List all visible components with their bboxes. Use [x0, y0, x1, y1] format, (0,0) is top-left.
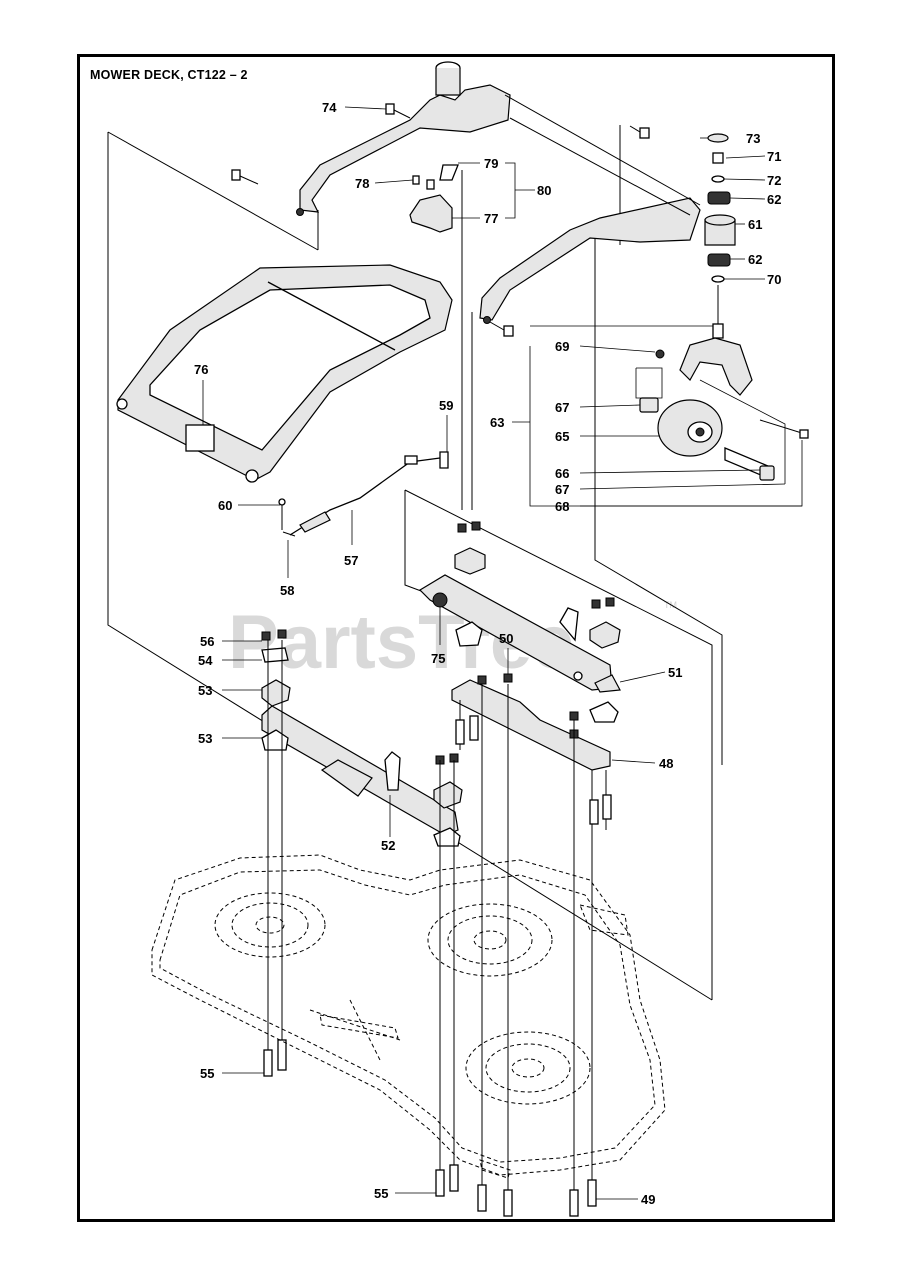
callout-80: 80	[537, 183, 551, 198]
callout-72: 72	[767, 173, 781, 188]
guide-line	[107, 132, 713, 1001]
guide-line	[594, 230, 723, 765]
callout-67-upper: 67	[555, 400, 569, 415]
callout-74: 74	[322, 100, 337, 115]
lift-arm-rear	[479, 94, 701, 324]
pivot-stack	[704, 133, 736, 339]
callout-59: 59	[439, 398, 453, 413]
callout-69: 69	[555, 339, 569, 354]
bolt-upper-right	[629, 125, 650, 139]
bolt-upper-left	[231, 169, 259, 185]
rear-axle-52	[261, 705, 459, 836]
vertical-bolts	[263, 715, 612, 1217]
guide-line	[107, 131, 319, 251]
bracket-80	[505, 162, 516, 219]
callout-75: 75	[431, 651, 445, 666]
lift-frame-76	[116, 264, 453, 483]
callout-68: 68	[555, 499, 569, 514]
callout-78: 78	[355, 176, 369, 191]
bolt-guides	[267, 640, 607, 1210]
diagram-title: MOWER DECK, CT122 – 2	[90, 68, 248, 82]
callout-53-upper: 53	[198, 683, 212, 698]
bolt-rear-arm	[489, 321, 514, 337]
callout-71: 71	[767, 149, 781, 164]
lift-arm-front	[296, 61, 511, 216]
callout-70: 70	[767, 272, 781, 287]
callout-77: 77	[484, 211, 498, 226]
callout-55-left: 55	[200, 1066, 214, 1081]
wheel-callout-lines	[512, 325, 803, 507]
callout-52: 52	[381, 838, 395, 853]
callout-54: 54	[198, 653, 213, 668]
callout-58: 58	[280, 583, 294, 598]
callout-60: 60	[218, 498, 232, 513]
callout-63: 63	[490, 415, 504, 430]
diagram-frame	[77, 54, 835, 1222]
callout-61: 61	[748, 217, 762, 232]
callout-56: 56	[200, 634, 214, 649]
bearing-blocks-upper	[454, 521, 621, 723]
callout-76: 76	[194, 362, 208, 377]
callout-53-lower: 53	[198, 731, 212, 746]
callout-73: 73	[746, 131, 760, 146]
callout-50: 50	[499, 631, 513, 646]
mower-deck	[151, 854, 666, 1179]
callout-48: 48	[659, 756, 673, 771]
caster-wheel-65	[657, 399, 723, 457]
front-axle-51	[419, 574, 621, 693]
wheel-fork	[679, 337, 753, 396]
callout-49: 49	[641, 1192, 655, 1207]
bolt-74	[385, 103, 411, 119]
bracket-77	[409, 164, 459, 233]
spacers	[639, 349, 809, 481]
callout-65: 65	[555, 429, 569, 444]
callout-55-bottom: 55	[374, 1186, 388, 1201]
callout-51: 51	[668, 665, 682, 680]
rod-assembly	[278, 451, 449, 537]
guide-line	[404, 489, 713, 1000]
callout-62-upper: 62	[767, 192, 781, 207]
callout-57: 57	[344, 553, 358, 568]
callout-79: 79	[484, 156, 498, 171]
leader-lines	[202, 106, 766, 1200]
callout-66: 66	[555, 466, 569, 481]
callout-62-lower: 62	[748, 252, 762, 267]
callout-67-lower: 67	[555, 482, 569, 497]
